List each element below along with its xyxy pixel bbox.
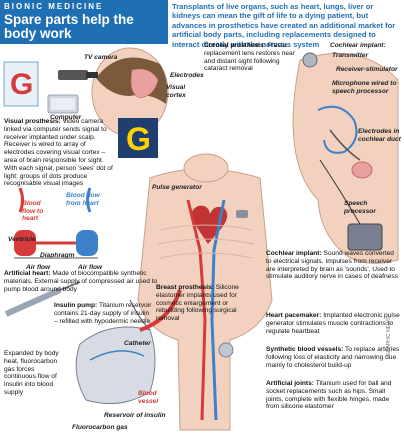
visual-prosthesis-heading: Visual prosthesis: bbox=[4, 118, 61, 125]
breast-heading: Breast prosthesis: bbox=[156, 284, 214, 291]
credit-label: GRAPHIC NEWS bbox=[386, 316, 392, 356]
cochlear-title-label: Cochlear implant: bbox=[330, 42, 386, 49]
tv-camera-label: TV camera bbox=[84, 54, 118, 61]
vessels-body: To replace arteries following loss of el… bbox=[266, 346, 400, 369]
artificial-heart-body: Made of biocompatible synthetic material… bbox=[4, 270, 158, 293]
artificial-joints-text: Artificial joints: Titanium used for bal… bbox=[266, 380, 400, 411]
cochlear-heading: Cochlear implant: bbox=[266, 250, 322, 257]
ventricle-label: Ventricle bbox=[8, 236, 36, 243]
svg-text:G: G bbox=[10, 68, 33, 101]
letter-panel: G bbox=[3, 61, 39, 107]
page-title: Spare parts help the body work bbox=[4, 12, 134, 41]
artificial-heart-diagram bbox=[14, 187, 98, 259]
corneal-body: Plastic replacement lens restores near a… bbox=[204, 42, 295, 73]
tv-camera-icon bbox=[58, 70, 98, 80]
artificial-heart-heading: Artificial heart: bbox=[4, 270, 51, 277]
speech-processor-icon bbox=[319, 159, 383, 251]
insulin-pump-illustration bbox=[75, 289, 182, 405]
insulin-body: Titanium reservoir contains 21-day suppl… bbox=[54, 302, 152, 325]
catheter-label: Catheter bbox=[124, 340, 151, 347]
joints-heading: Artificial joints: bbox=[266, 380, 314, 387]
pacemaker-heading: Heart pacemaker: bbox=[266, 312, 322, 319]
section-label: BIONIC MEDICINE bbox=[4, 2, 104, 11]
speech-processor-label: Speech processor bbox=[344, 200, 376, 215]
synthetic-vessels-text: Synthetic blood vessels: To replace arte… bbox=[266, 346, 400, 369]
insulin-side-text: Expanded by body heat, fluorocarbon gas … bbox=[4, 350, 59, 396]
visual-prosthesis-body: Video camera linked via computer sends s… bbox=[4, 118, 113, 188]
corneal-prosthesis-text: Corneal prosthesis: Plastic replacement … bbox=[204, 42, 296, 73]
fluorocarbon-label: Fluorocarbon gas bbox=[72, 424, 128, 431]
blood-vessel-label: Blood vessel bbox=[138, 390, 159, 405]
visual-prosthesis-text: Visual prosthesis: Video camera linked v… bbox=[4, 118, 116, 188]
diaphragm-label: Diaphragm bbox=[40, 252, 75, 259]
transmitter-label: Transmitter bbox=[332, 52, 369, 59]
computer-label: Computer bbox=[50, 114, 82, 121]
vessels-heading: Synthetic blood vessels: bbox=[266, 346, 344, 353]
intro-text: Transplants of live organs, such as hear… bbox=[172, 2, 396, 49]
electrodes-label: Electrodes bbox=[170, 72, 204, 79]
cochlear-body: Sound waves converted to electrical sign… bbox=[266, 250, 398, 281]
blood-from-heart-label: Blood flow from heart bbox=[66, 192, 100, 207]
svg-text:G: G bbox=[126, 121, 151, 157]
cochlear-electrodes-label: Electrodes in cochlear duct bbox=[358, 128, 401, 143]
corneal-heading: Corneal prosthesis: bbox=[204, 42, 266, 49]
syringe-icon bbox=[4, 281, 81, 317]
breast-body: Silicone elastomer implants used for cos… bbox=[156, 284, 239, 323]
air-flow-label-2: Air flow bbox=[78, 264, 103, 271]
visual-cortex-label: Visual cortex bbox=[166, 84, 186, 99]
receiver-label: Receiver-stimulator bbox=[336, 66, 398, 73]
breast-prosthesis-text: Breast prosthesis: Silicone elastomer im… bbox=[156, 284, 240, 323]
pacemaker-text: Heart pacemaker: Implanted electronic pu… bbox=[266, 312, 400, 335]
artificial-heart-text: Artificial heart: Made of biocompatible … bbox=[4, 270, 164, 293]
cochlear-implant-text: Cochlear implant: Sound waves converted … bbox=[266, 250, 400, 281]
insulin-pump-text: Insulin pump: Titanium reservoir contain… bbox=[54, 302, 154, 325]
ear-illustration bbox=[292, 52, 399, 264]
torso-illustration bbox=[137, 153, 273, 431]
air-flow-label-1: Air flow bbox=[26, 264, 51, 271]
pacemaker-body: Implanted electronic pulse generator sti… bbox=[266, 312, 400, 335]
pulse-generator-label: Pulse generator bbox=[152, 184, 202, 191]
title-banner bbox=[0, 0, 168, 44]
computer-icon bbox=[47, 94, 79, 114]
joints-body: Titanium used for ball and socket replac… bbox=[266, 380, 392, 411]
insulin-heading: Insulin pump: bbox=[54, 302, 98, 309]
blood-to-heart-label: Blood flow to heart bbox=[22, 200, 44, 223]
dot-grid-icon: G bbox=[118, 118, 158, 158]
microphone-label: Microphone wired to speech processor bbox=[332, 80, 397, 95]
reservoir-label: Reservoir of insulin bbox=[104, 412, 166, 419]
